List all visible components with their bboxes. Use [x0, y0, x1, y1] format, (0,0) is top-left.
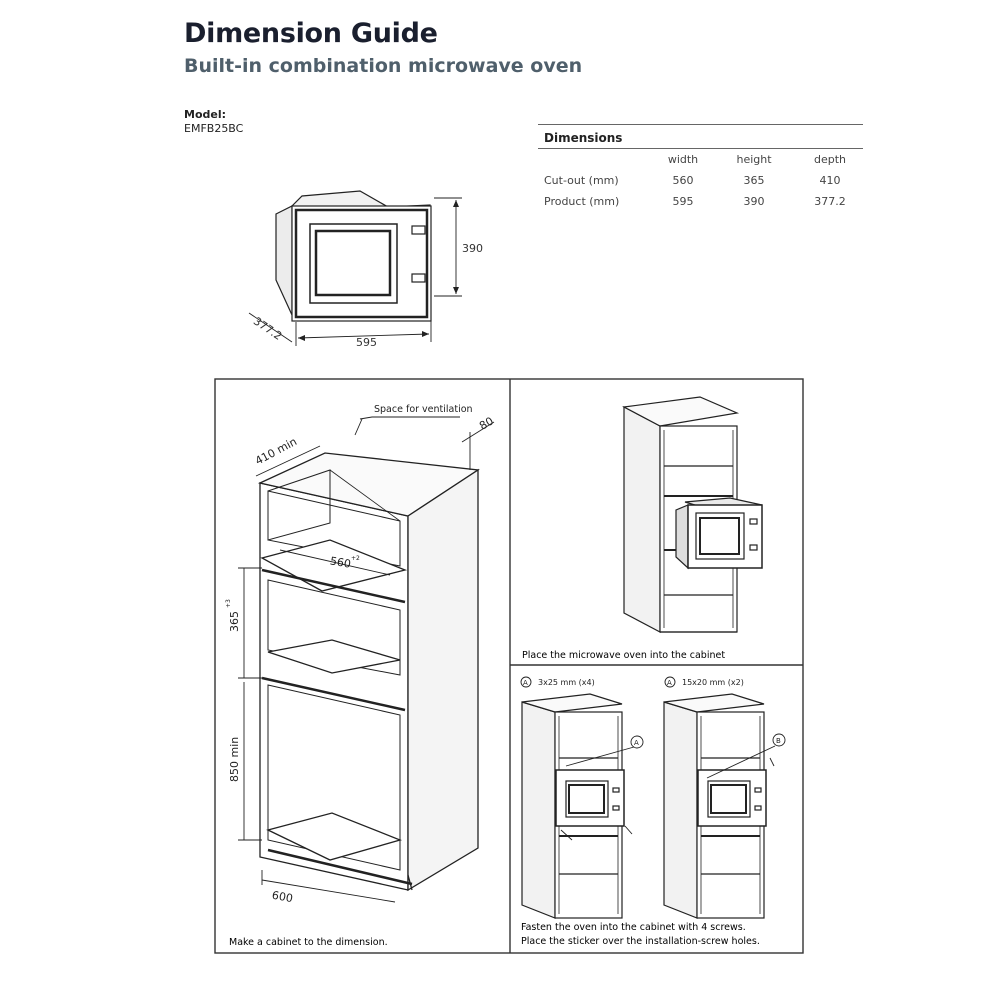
fasten-caption-line2: Place the sticker over the installation-… — [521, 936, 760, 947]
table-top-rule — [538, 124, 863, 125]
cabinet-caption: Make a cabinet to the dimension. — [229, 937, 388, 948]
place-oven-drawing — [622, 396, 763, 633]
column-header-height: height — [736, 153, 772, 166]
model-value: EMFB25BC — [184, 122, 244, 135]
dimensions-table: Dimensions width height depth Cut-out (m… — [538, 124, 863, 212]
table-header-row: width height depth — [538, 149, 863, 170]
screw-a-spec: 3x25 mm (x4) — [538, 678, 595, 687]
cabinet-drawing — [257, 452, 480, 892]
fasten-cabinet-a — [521, 693, 625, 919]
depth-min-label: 410 min — [253, 435, 299, 468]
oven-frame — [294, 208, 429, 319]
callout-a: A — [634, 739, 639, 747]
control-button-top — [411, 225, 426, 235]
cell-height: 390 — [743, 195, 765, 208]
callout-b: B — [776, 737, 781, 745]
fasten-cabinet-b — [663, 693, 767, 919]
screw-a-marker: A — [523, 679, 528, 687]
product-height-label: 390 — [462, 242, 483, 255]
cutout-height-tolerance: +3 — [225, 599, 232, 608]
column-header-width: width — [667, 153, 699, 166]
row-label: Cut-out (mm) — [544, 174, 619, 187]
page-subtitle: Built-in combination microwave oven — [184, 55, 583, 77]
ventilation-value: 80 — [477, 414, 496, 432]
width-dimension-line — [297, 333, 430, 339]
callout-b-circle — [772, 733, 786, 747]
screw-b-marker-circle — [664, 676, 676, 688]
cell-height: 365 — [743, 174, 765, 187]
oven-window — [314, 229, 392, 297]
product-width-label: 595 — [356, 336, 377, 349]
oven-side — [275, 205, 293, 316]
product-depth-label: 377.2 — [251, 315, 284, 343]
model-label: Model: — [184, 108, 227, 121]
table-row: Cut-out (mm) 560 365 410 — [538, 170, 863, 191]
installation-panels: Space for ventilation 80 410 min 560 +2 … — [214, 378, 804, 954]
outer-frame — [214, 378, 804, 954]
fasten-caption-line1: Fasten the oven into the cabinet with 4 … — [521, 922, 746, 933]
cell-depth: 410 — [819, 174, 841, 187]
page-title: Dimension Guide — [184, 18, 438, 49]
callout-a-circle — [630, 735, 644, 749]
cutout-width-tolerance: +2 — [351, 555, 360, 562]
table-header-rule — [538, 148, 863, 149]
screw-b-marker: A — [667, 679, 672, 687]
product-drawing: 390 595 377.2 — [248, 190, 483, 349]
row-label: Product (mm) — [544, 195, 620, 208]
dimensions-table-title: Dimensions — [544, 131, 623, 145]
screw-b-spec: 15x20 mm (x2) — [682, 678, 744, 687]
cell-depth: 377.2 — [814, 195, 846, 208]
column-header-depth: depth — [813, 153, 847, 166]
cutout-width-label: 560 — [329, 554, 352, 570]
cell-width: 560 — [672, 174, 694, 187]
cabinet-width-label: 600 — [271, 889, 294, 905]
cell-width: 595 — [672, 195, 694, 208]
screw-a-marker-circle — [520, 676, 532, 688]
place-oven-caption: Place the microwave oven into the cabine… — [522, 650, 725, 661]
oven-door — [309, 223, 398, 304]
table-row: Product (mm) 595 390 377.2 — [538, 191, 863, 212]
base-height-label: 850 min — [228, 737, 241, 782]
cutout-height-label: 365 — [228, 611, 241, 632]
control-button-bottom — [411, 273, 426, 283]
depth-dimension-line — [248, 312, 293, 343]
ventilation-label: Space for ventilation — [374, 404, 473, 415]
cabinet-width-dimension-line — [261, 879, 396, 903]
